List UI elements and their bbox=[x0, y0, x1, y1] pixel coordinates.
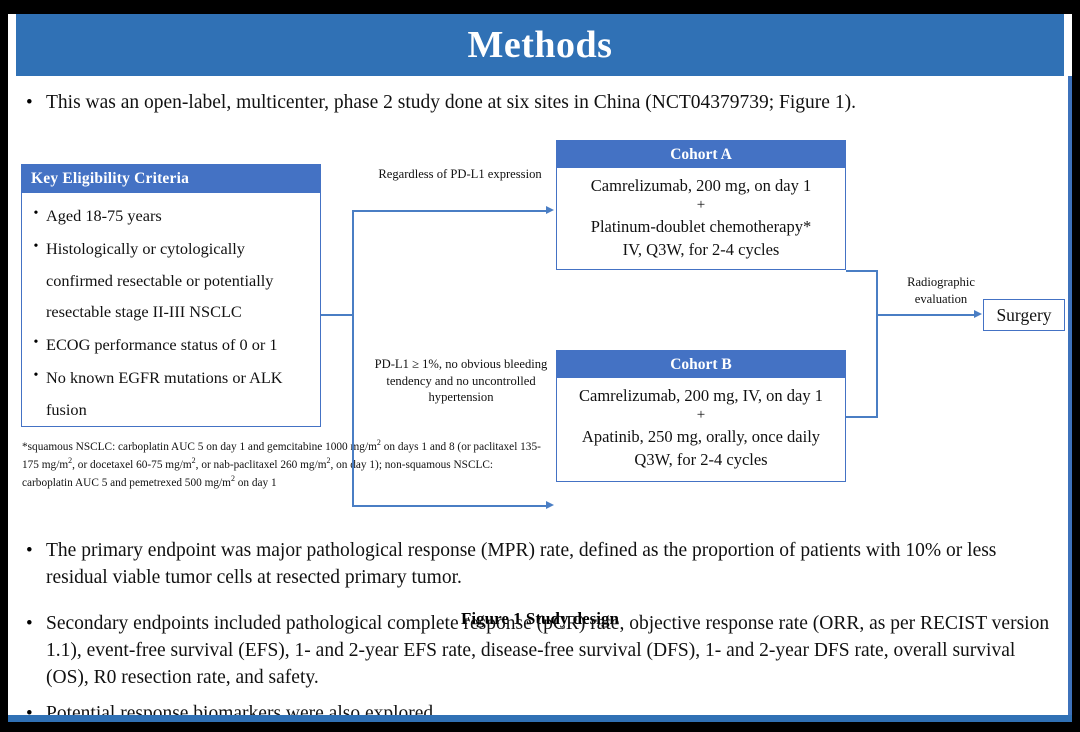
figure-caption: Figure 1 Study design bbox=[461, 609, 619, 628]
eligibility-header: Key Eligibility Criteria bbox=[22, 165, 320, 193]
slide-title-band: Methods bbox=[16, 14, 1064, 76]
connector-line-to-cohort-a bbox=[352, 210, 548, 212]
connector-line-cohort-b-out bbox=[846, 416, 878, 418]
list-item: • ECOG performance status of 0 or 1 bbox=[26, 329, 314, 361]
intro-bullet-text: This was an open-label, multicenter, pha… bbox=[46, 92, 856, 113]
cohort-a-line-2: Platinum-doublet chemotherapy* bbox=[590, 216, 812, 236]
primary-endpoint-bullet: • The primary endpoint was major patholo… bbox=[20, 538, 1060, 592]
bullet-marker: • bbox=[33, 335, 39, 351]
eligibility-list: • Aged 18-75 years • Histologically or c… bbox=[22, 193, 320, 425]
surgery-box: Surgery bbox=[983, 299, 1065, 331]
cohort-a-plus: + bbox=[696, 197, 706, 214]
chemotherapy-footnote: *squamous NSCLC: carboplatin AUC 5 on da… bbox=[22, 438, 541, 489]
cohort-b-box: Cohort B Camrelizumab, 200 mg, IV, on da… bbox=[556, 350, 846, 482]
connector-line-left-trunk bbox=[352, 210, 354, 506]
connector-line-right-trunk bbox=[876, 270, 878, 417]
list-item-label: No known EGFR mutations or ALK fusion bbox=[46, 367, 283, 419]
slide: Methods • This was an open-label, multic… bbox=[8, 14, 1072, 722]
cohort-b-body: Camrelizumab, 200 mg, IV, on day 1 + Apa… bbox=[557, 378, 845, 480]
list-item: • Histologically or cytologically confir… bbox=[26, 233, 314, 328]
cohort-b-header: Cohort B bbox=[557, 351, 845, 378]
arrow-head-icon bbox=[546, 501, 554, 509]
cohort-b-plus: + bbox=[696, 407, 706, 424]
connector-label-radiographic: Radiographic evaluation bbox=[907, 275, 975, 306]
list-item-label: Histologically or cytologically confirme… bbox=[46, 238, 274, 322]
bullet-marker: • bbox=[33, 367, 39, 383]
arrow-head-icon bbox=[546, 206, 554, 214]
cohort-a-body: Camrelizumab, 200 mg, on day 1 + Platinu… bbox=[557, 168, 845, 270]
arrow-head-icon bbox=[974, 310, 982, 318]
connector-line-to-surgery bbox=[876, 314, 976, 316]
intro-bullet: • This was an open-label, multicenter, p… bbox=[20, 90, 1060, 117]
page-title: Methods bbox=[467, 24, 613, 66]
list-item: • No known EGFR mutations or ALK fusion bbox=[26, 362, 314, 426]
cohort-b-line-2: Apatinib, 250 mg, orally, once daily bbox=[581, 426, 821, 446]
cohort-a-box: Cohort A Camrelizumab, 200 mg, on day 1 … bbox=[556, 140, 846, 270]
bullet-marker: • bbox=[26, 92, 33, 113]
list-item-label: Aged 18-75 years bbox=[46, 206, 162, 225]
study-design-figure: Key Eligibility Criteria • Aged 18-75 ye… bbox=[8, 124, 1072, 628]
cohort-a-line-3: IV, Q3W, for 2-4 cycles bbox=[622, 240, 780, 260]
cohort-b-line-1: Camrelizumab, 200 mg, IV, on day 1 bbox=[579, 386, 823, 405]
bullet-marker: • bbox=[33, 238, 39, 254]
cohort-a-line-1: Camrelizumab, 200 mg, on day 1 bbox=[590, 176, 812, 195]
eligibility-criteria-box: Key Eligibility Criteria • Aged 18-75 ye… bbox=[21, 164, 321, 427]
bullet-marker: • bbox=[26, 703, 33, 722]
bottom-accent-rule bbox=[8, 715, 1072, 722]
bullet-marker: • bbox=[26, 613, 33, 634]
cohort-a-header: Cohort A bbox=[557, 141, 845, 168]
cohort-b-line-3: Q3W, for 2-4 cycles bbox=[634, 450, 768, 470]
connector-line-to-cohort-b bbox=[352, 505, 548, 507]
surgery-label: Surgery bbox=[996, 304, 1052, 325]
list-item-label: ECOG performance status of 0 or 1 bbox=[46, 335, 278, 355]
right-edge-accent bbox=[1068, 76, 1072, 715]
primary-endpoint-text: The primary endpoint was major pathologi… bbox=[46, 540, 997, 588]
list-item: • Aged 18-75 years bbox=[26, 200, 314, 232]
connector-line-cohort-a-out bbox=[846, 270, 878, 272]
bullet-marker: • bbox=[33, 206, 39, 221]
connector-label-regardless: Regardless of PD-L1 expression bbox=[378, 167, 542, 181]
connector-label-pdl1: PD-L1 ≥ 1%, no obvious bleeding tendency… bbox=[374, 357, 548, 405]
secondary-endpoint-text: Secondary endpoints included pathologica… bbox=[46, 613, 1050, 688]
connector-line-eligibility-stub bbox=[321, 314, 354, 316]
secondary-endpoint-bullet: • Secondary endpoints included pathologi… bbox=[20, 611, 1060, 692]
bullet-marker: • bbox=[26, 540, 33, 561]
